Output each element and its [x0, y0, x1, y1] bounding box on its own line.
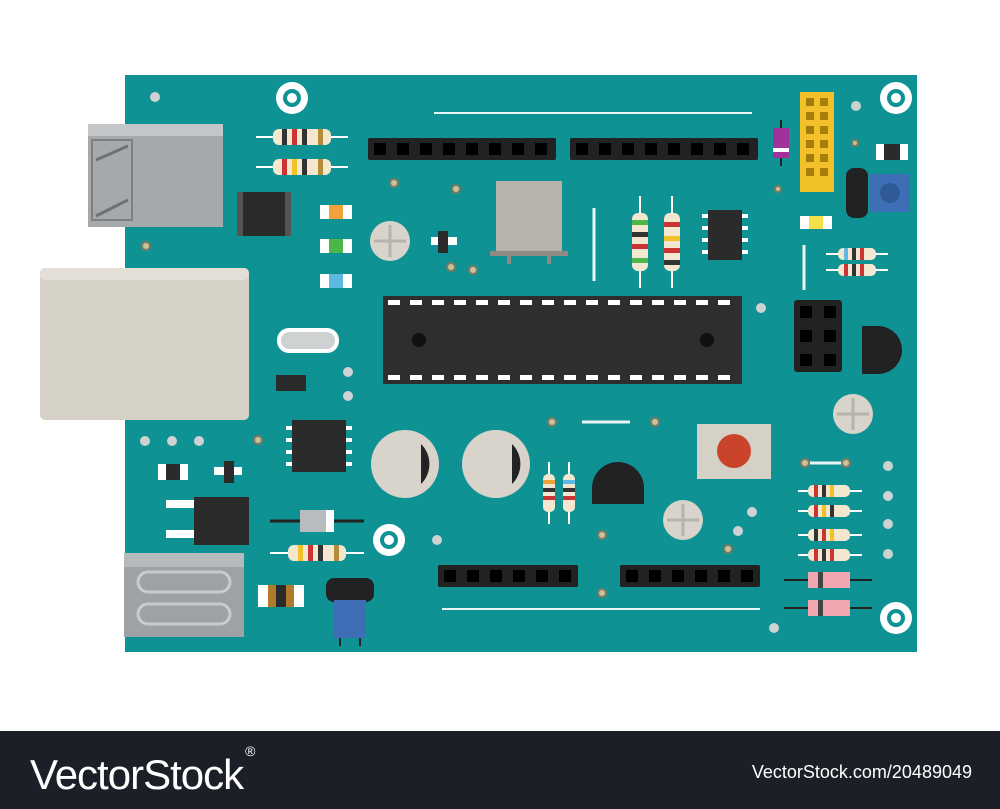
transistor: [592, 462, 644, 504]
diode: [773, 120, 789, 166]
pin-header-top-right: [570, 138, 758, 160]
mounting-hole: [880, 602, 912, 634]
barrel-connector: [124, 553, 244, 637]
voltage-regulator: [166, 497, 249, 545]
transistor: [862, 326, 902, 374]
resistor: [798, 549, 862, 561]
power-jack: [40, 268, 249, 420]
electrolytic-capacitor: [462, 430, 530, 498]
ceramic-capacitor: [833, 394, 873, 434]
mounting-hole: [373, 524, 405, 556]
pin-header-bottom-right: [620, 565, 760, 587]
registered-mark: ®: [245, 743, 255, 759]
pin-header-top-left: [368, 138, 556, 160]
ceramic-capacitor: [370, 221, 410, 261]
smd-transistor: [158, 464, 188, 480]
resistor: [826, 264, 888, 276]
brand-logo: VectorStock®: [30, 743, 255, 799]
smd-chip: [276, 375, 306, 391]
resistor: [664, 196, 680, 288]
smd-transistor: [214, 461, 242, 483]
smd-led-blue: [320, 274, 352, 288]
crystal-oscillator: [490, 181, 568, 264]
ceramic-capacitor: [663, 500, 703, 540]
potentiometer: [326, 578, 374, 646]
yellow-pin-header: [800, 92, 834, 192]
resistor: [563, 462, 575, 524]
diode: [784, 600, 872, 616]
pin-header-bottom-left: [438, 565, 578, 587]
resistor: [256, 129, 348, 145]
smd-resistor: [876, 144, 908, 160]
via-pads: [141, 139, 859, 598]
resistor: [270, 545, 364, 561]
resistor: [798, 529, 862, 541]
microcontroller-chip: [383, 296, 742, 384]
diode: [784, 572, 872, 588]
diode: [270, 510, 364, 532]
smd-led-yellow: [800, 216, 832, 229]
smd-chip: [237, 192, 291, 236]
circuit-board-illustration: [40, 75, 917, 652]
smd-chip: [286, 420, 352, 472]
smd-capacitor: [258, 585, 304, 607]
resistor: [256, 159, 348, 175]
smd-led-orange: [320, 205, 352, 219]
mounting-hole: [276, 82, 308, 114]
via-pads: [140, 92, 893, 633]
icsp-header: [794, 300, 842, 372]
usb-port: [88, 124, 223, 227]
oval-crystal: [277, 328, 339, 353]
reset-button: [697, 424, 771, 479]
smd-led-green: [320, 239, 352, 253]
resistor: [543, 462, 555, 524]
potentiometer: [846, 168, 910, 218]
brand-name: VectorStock: [30, 751, 244, 798]
stock-id: VectorStock.com/20489049: [751, 762, 972, 782]
footer-bar: VectorStock® VectorStock.com/20489049: [0, 731, 1000, 809]
resistor: [798, 485, 862, 497]
smd-chip: [702, 210, 748, 260]
resistor: [798, 505, 862, 517]
electrolytic-capacitor: [371, 430, 439, 498]
smd-transistor: [431, 231, 457, 253]
resistor: [632, 196, 648, 288]
mounting-hole: [880, 82, 912, 114]
resistor: [826, 248, 888, 260]
